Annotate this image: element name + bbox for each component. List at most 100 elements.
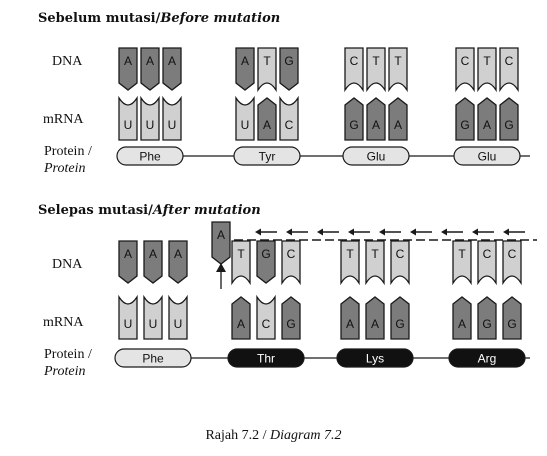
after-dna-codon1-base1-tile xyxy=(118,240,138,284)
before-amino-acid-1-pill xyxy=(116,146,184,166)
after-protein-label: Protein / xyxy=(44,347,92,362)
deletion-arrow-head xyxy=(216,263,226,272)
after-deleted-base-tile xyxy=(211,221,231,265)
after-dna-codon4-base3-tile xyxy=(502,240,522,286)
after-mrna-codon2-base3-letter: G xyxy=(286,317,295,331)
after-dna-codon3-base1-letter: T xyxy=(346,247,354,261)
after-dna-codon3-base3-tile xyxy=(390,240,410,286)
before-dna-codon2-base3-letter: G xyxy=(284,54,293,68)
before-amino-acid-1-label: Phe xyxy=(139,150,161,164)
before-mrna-codon4-base3-letter: G xyxy=(504,118,513,132)
before-dna-codon2-base2-letter: T xyxy=(263,54,271,68)
before-dna-codon2-base2-tile xyxy=(257,47,277,93)
mutation-diagram: Sebelum mutasi/Before mutation DNA mRNA … xyxy=(38,11,537,379)
before-mrna-codon1-base3-letter: U xyxy=(168,118,177,132)
before-dna-codon2-base1-tile xyxy=(235,47,255,91)
after-mrna-codon1-base2-letter: U xyxy=(149,317,158,331)
after-dna-label: DNA xyxy=(52,257,83,272)
after-mrna-codon2-base3-tile xyxy=(281,296,301,340)
after-dna-codon2-base3-tile xyxy=(281,240,301,286)
after-dna-codon4-base1-letter: T xyxy=(458,247,466,261)
before-mrna-codon2-base3-tile xyxy=(279,95,299,141)
before-dna-codon4-base2-letter: T xyxy=(483,54,491,68)
after-dna-codon1-base3-tile xyxy=(168,240,188,284)
before-mrna-codon3-base2-tile xyxy=(366,97,386,141)
before-mrna-codon1-base2-letter: U xyxy=(146,118,155,132)
before-mrna-codon4-base2-letter: A xyxy=(483,118,491,132)
before-amino-acid-4-label: Glu xyxy=(478,150,497,164)
after-dna-codon3-base2-letter: T xyxy=(371,247,379,261)
after-dna-codon1-base3-letter: A xyxy=(174,247,182,261)
after-mrna-codon3-base2-tile xyxy=(365,296,385,340)
after-dna-codon3-base1-tile xyxy=(340,240,360,286)
after-mrna-codon3-base3-letter: G xyxy=(395,317,404,331)
after-mrna-codon1-base1-tile xyxy=(118,294,138,340)
before-mrna-codon2-base2-tile xyxy=(257,97,277,141)
after-dna-codon1-base1-letter: A xyxy=(124,247,132,261)
shift-arrow-6-head xyxy=(410,228,416,236)
before-amino-acid-2-label: Tyr xyxy=(259,150,276,164)
before-mrna-codon1-base3-tile xyxy=(162,95,182,141)
after-dna-codon2-base3-letter: C xyxy=(287,247,296,261)
before-mrna-codon2-base3-letter: C xyxy=(285,118,294,132)
after-mrna-codon2-base1-tile xyxy=(231,296,251,340)
before-amino-acid-4-pill xyxy=(453,146,521,166)
after-dna-codon3-base3-letter: C xyxy=(396,247,405,261)
shift-arrow-3-head xyxy=(317,228,323,236)
before-dna-codon4-base1-tile xyxy=(455,47,475,93)
before-amino-acid-2-pill xyxy=(233,146,301,166)
before-dna-codon3-base3-letter: T xyxy=(394,54,402,68)
figure-caption: Rajah 7.2 / Diagram 7.2 xyxy=(205,428,342,443)
after-mrna-codon1-base3-tile xyxy=(168,294,188,340)
after-dna-codon2-base2-letter: G xyxy=(261,247,270,261)
after-mrna-codon2-base2-letter: C xyxy=(262,317,271,331)
before-dna-codon2-base3-tile xyxy=(279,47,299,91)
after-amino-acid-1-label: Phe xyxy=(142,352,164,366)
after-protein-label-en: Protein xyxy=(43,364,85,379)
after-mrna-codon4-base3-letter: G xyxy=(507,317,516,331)
after-mrna-codon3-base1-letter: A xyxy=(346,317,354,331)
shift-arrow-1-head xyxy=(255,228,261,236)
before-mrna-codon4-base2-tile xyxy=(477,97,497,141)
before-dna-codon3-base1-letter: C xyxy=(350,54,359,68)
after-dna-codon4-base3-letter: C xyxy=(508,247,517,261)
after-mrna-codon3-base2-letter: A xyxy=(371,317,379,331)
after-mrna-codon4-base1-tile xyxy=(452,296,472,340)
shift-arrow-2-head xyxy=(286,228,292,236)
after-dna-codon4-base2-tile xyxy=(477,240,497,286)
after-dna-codon1-base2-letter: A xyxy=(149,247,157,261)
after-mrna-codon3-base1-tile xyxy=(340,296,360,340)
before-dna-codon3-base1-tile xyxy=(344,47,364,93)
before-mrna-codon3-base2-letter: A xyxy=(372,118,380,132)
before-title: Sebelum mutasi/Before mutation xyxy=(38,11,280,26)
after-title: Selepas mutasi/After mutation xyxy=(38,203,261,218)
before-mrna-codon1-base2-tile xyxy=(140,95,160,141)
before-mrna-codon4-base3-tile xyxy=(499,97,519,141)
shift-arrow-4-head xyxy=(348,228,354,236)
before-mrna-codon2-base1-tile xyxy=(235,95,255,141)
after-dna-codon2-base1-letter: T xyxy=(237,247,245,261)
before-protein-label: Protein / xyxy=(44,144,92,159)
before-mrna-codon3-base3-tile xyxy=(388,97,408,141)
after-mrna-label: mRNA xyxy=(43,315,84,330)
before-dna-codon1-base1-letter: A xyxy=(124,54,132,68)
before-dna-codon4-base2-tile xyxy=(477,47,497,93)
before-dna-codon3-base3-tile xyxy=(388,47,408,93)
after-amino-acid-2-label: Thr xyxy=(257,352,275,366)
after-amino-acid-3-pill xyxy=(336,348,414,368)
before-mrna-codon1-base1-letter: U xyxy=(124,118,133,132)
before-dna-codon1-base3-tile xyxy=(162,47,182,91)
before-mrna-label: mRNA xyxy=(43,112,84,127)
after-mrna-codon1-base1-letter: U xyxy=(124,317,133,331)
shift-arrow-9-head xyxy=(503,228,509,236)
after-mrna-codon1-base3-letter: U xyxy=(174,317,183,331)
after-deleted-base-letter: A xyxy=(217,228,225,242)
after-mrna-codon4-base3-tile xyxy=(502,296,522,340)
before-mrna-codon2-base1-letter: U xyxy=(241,118,250,132)
shift-arrow-5-head xyxy=(379,228,385,236)
before-dna-codon4-base3-letter: C xyxy=(505,54,514,68)
before-mrna-codon3-base1-tile xyxy=(344,97,364,141)
before-dna-codon3-base2-tile xyxy=(366,47,386,93)
